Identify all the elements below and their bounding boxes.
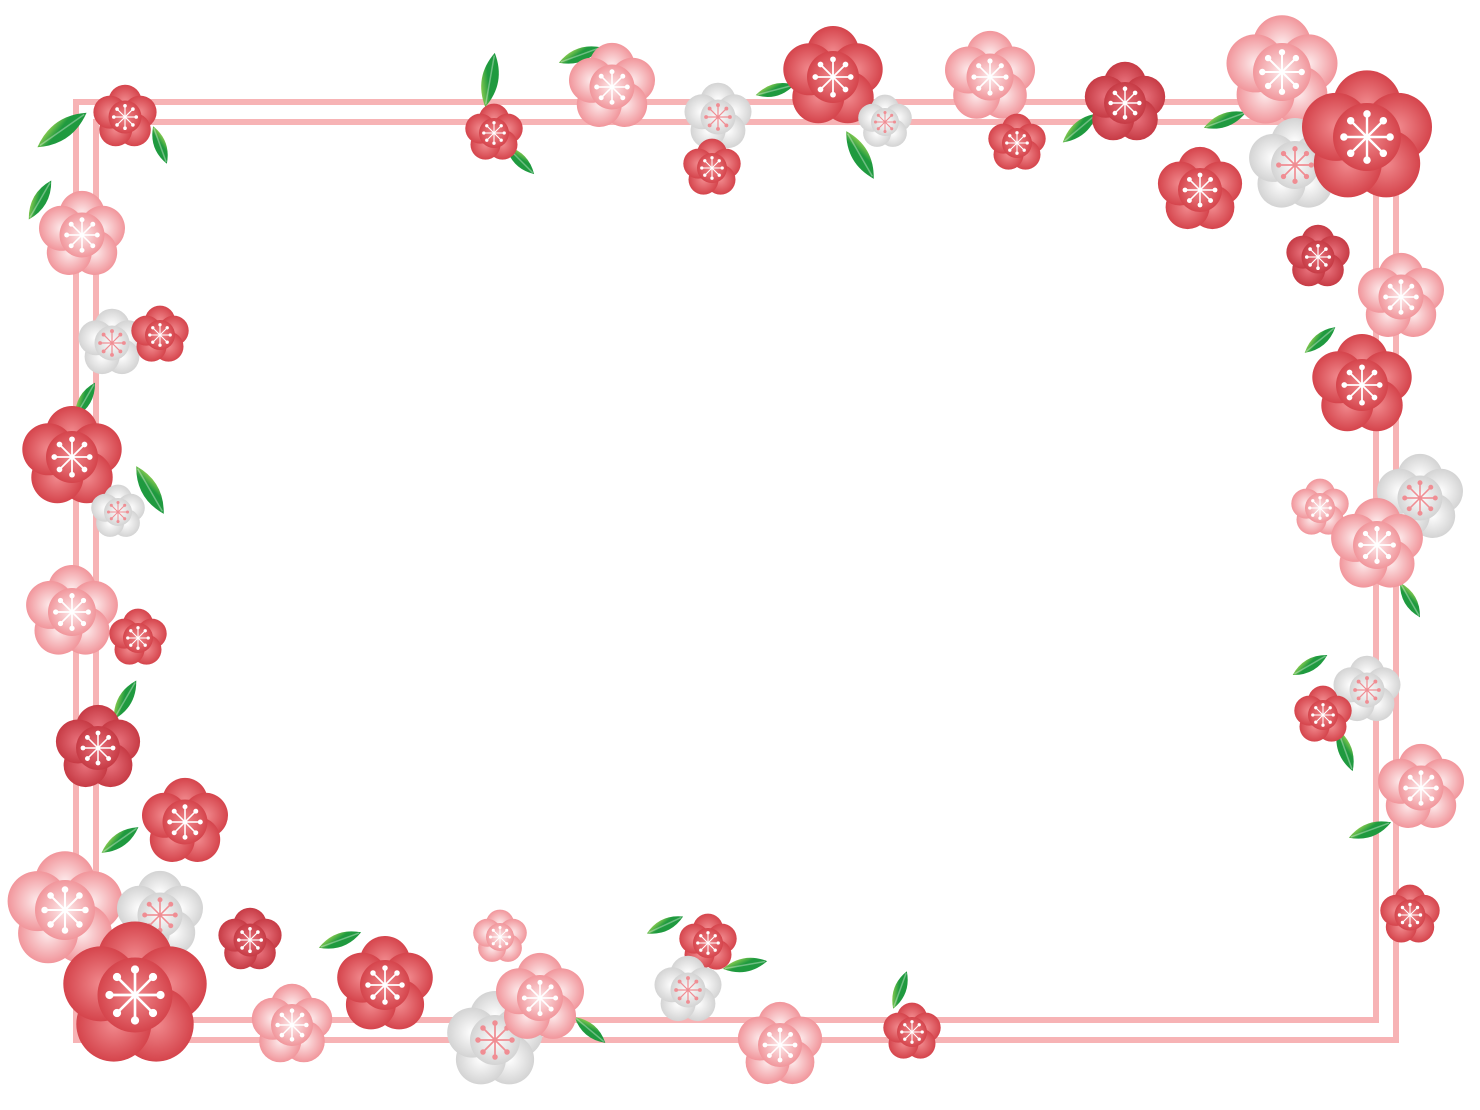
leaf-icon xyxy=(755,83,795,97)
plum-blossom-icon xyxy=(1084,61,1166,141)
leaf-icon xyxy=(1203,111,1247,129)
leaf-icon xyxy=(1304,327,1336,353)
plum-blossom-icon xyxy=(465,103,523,160)
plum-blossom-icon xyxy=(55,704,141,788)
plum-blossom-icon xyxy=(337,936,433,1030)
plum-blossom-icon xyxy=(131,305,189,362)
frame-inner-line xyxy=(93,119,1379,1023)
plum-blossom-icon xyxy=(91,484,145,537)
plum-blossom-icon xyxy=(684,82,752,149)
plum-blossom-icon xyxy=(22,406,122,504)
plum-blossom-icon xyxy=(569,42,655,127)
leaf-icon xyxy=(152,126,168,164)
plum-blossom-icon xyxy=(473,909,527,962)
plum-blossom-icon xyxy=(1333,655,1401,722)
leaf-icon xyxy=(646,916,684,934)
plum-blossom-icon xyxy=(1302,70,1432,198)
leaf-icon xyxy=(1062,113,1098,143)
plum-blossom-icon xyxy=(251,983,333,1063)
leaf-icon xyxy=(28,180,52,220)
plum-blossom-icon xyxy=(496,952,584,1039)
double-line-frame xyxy=(73,99,1399,1043)
leaf-icon xyxy=(574,1017,606,1043)
plum-blossom-icon xyxy=(883,1002,941,1059)
leaf-icon xyxy=(846,131,874,179)
plum-blossom-icon xyxy=(93,84,157,147)
leaf-icon xyxy=(558,46,602,64)
plum-blossom-icon xyxy=(1331,498,1423,588)
plum-blossom-icon xyxy=(737,1001,823,1085)
leaf-icon xyxy=(1348,821,1392,839)
plum-blossom-icon xyxy=(63,921,207,1062)
leaf-icon xyxy=(722,957,768,973)
plum-blossom-icon xyxy=(988,113,1046,170)
plum-blossom-icon xyxy=(679,913,737,970)
plum-blossom-icon xyxy=(654,955,722,1022)
leaf-icon xyxy=(1292,654,1328,676)
plum-blossom-icon xyxy=(109,608,167,665)
plum-blossom-icon xyxy=(39,190,125,275)
plum-blossom-icon xyxy=(142,777,228,862)
plum-blossom-icon xyxy=(1294,685,1352,742)
leaf-icon xyxy=(113,680,137,720)
leaf-icon xyxy=(1399,582,1421,618)
plum-blossom-icon xyxy=(1157,146,1243,230)
plum-blossom-icon xyxy=(683,138,741,195)
frame-outer-line xyxy=(73,99,1399,1043)
leaf-icon xyxy=(101,827,139,853)
plum-blossom-icon xyxy=(858,94,912,147)
plum-blossom-icon xyxy=(945,30,1035,119)
plum-blossom-icon xyxy=(26,565,118,655)
leaf-icon xyxy=(318,931,362,949)
plum-blossom-icon xyxy=(1286,224,1350,287)
plum-blossom-icon xyxy=(1312,334,1412,432)
plum-blossom-icon xyxy=(1378,743,1464,828)
plum-blossom-icon xyxy=(1380,884,1440,943)
plum-blossom-icon xyxy=(218,907,282,970)
plum-blossom-icon xyxy=(1358,252,1444,337)
plum-blossom-icon xyxy=(1226,15,1338,124)
plum-blossom-icon xyxy=(78,308,146,375)
leaf-icon xyxy=(136,466,164,514)
leaf-icon xyxy=(481,52,499,108)
leaf-icon xyxy=(37,112,87,148)
leaf-icon xyxy=(892,971,908,1009)
flower-layer xyxy=(7,15,1464,1085)
leaf-layer xyxy=(28,46,1421,1043)
